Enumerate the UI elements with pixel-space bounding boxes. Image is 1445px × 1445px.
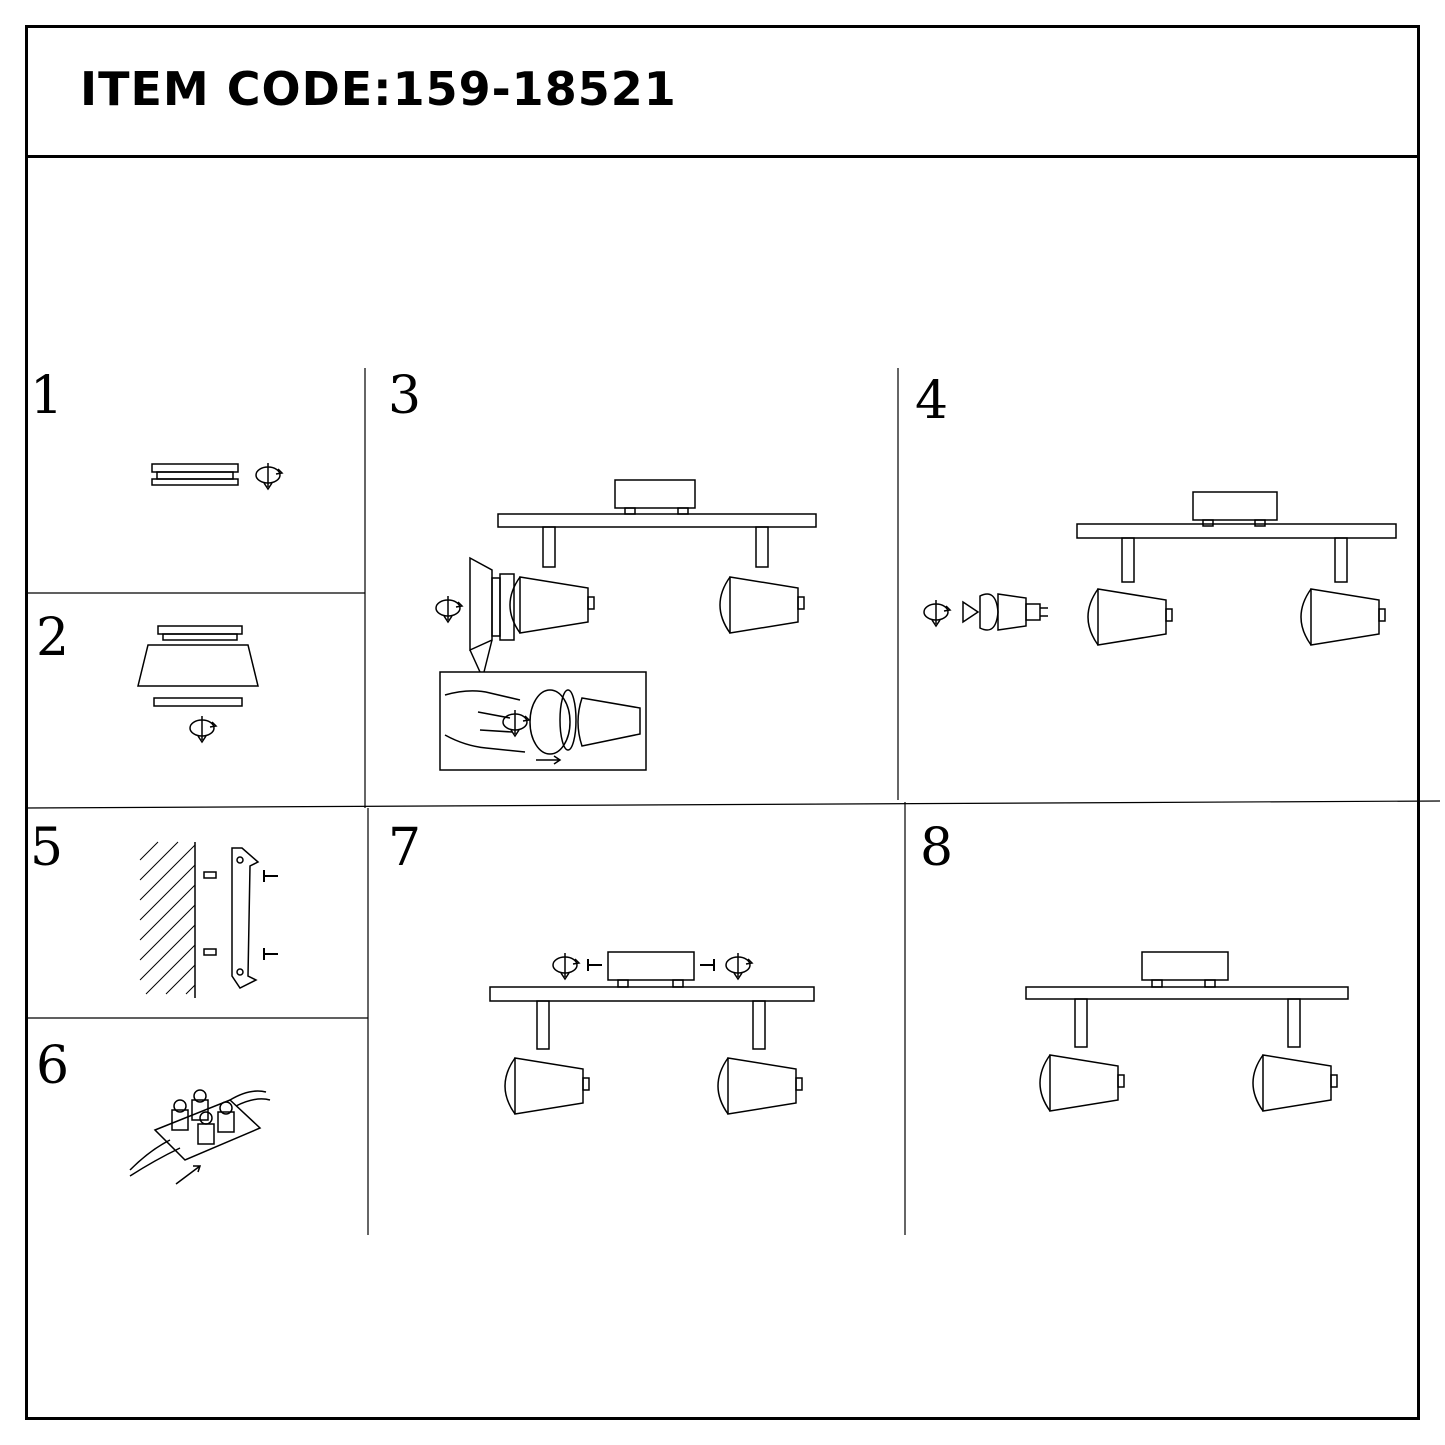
grid-lines (24, 368, 1441, 1235)
step3-spotlight-illustration (435, 479, 817, 771)
step-number-4: 4 (915, 371, 949, 431)
item-code: ITEM CODE:159-18521 (80, 62, 677, 116)
instruction-sheet-frame (25, 25, 1420, 1420)
step-number-1: 1 (30, 366, 64, 426)
step-number-3: 3 (388, 366, 422, 426)
step8-finished-illustration (1025, 951, 1349, 1112)
step-number-7: 7 (388, 818, 422, 878)
step7-fixing-illustration (489, 951, 815, 1115)
step-number-8: 8 (920, 818, 954, 878)
step-number-6: 6 (36, 1036, 70, 1096)
step-number-2: 2 (36, 608, 70, 668)
step6-terminal-block-illustration (129, 1089, 271, 1185)
step2-shade-illustration (137, 625, 259, 743)
header-divider (25, 155, 1420, 158)
step5-bracket-illustration (139, 841, 279, 998)
step4-bulb-illustration (923, 491, 1397, 646)
step1-cap-illustration (151, 462, 283, 490)
step-number-5: 5 (30, 818, 64, 878)
